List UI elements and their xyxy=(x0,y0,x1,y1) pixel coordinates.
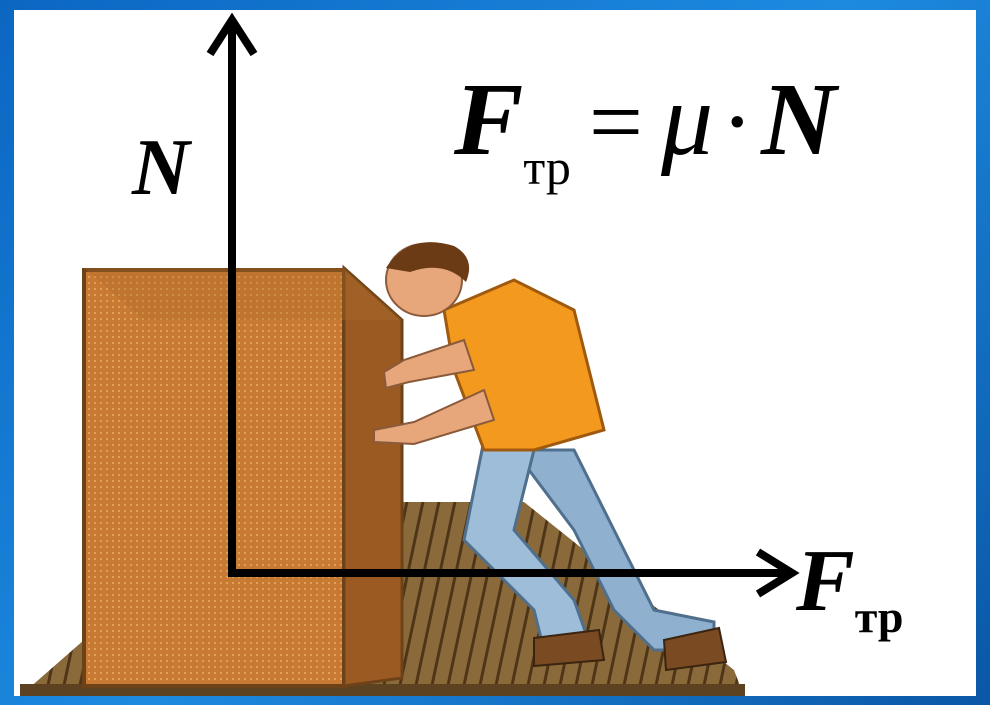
friction-formula: Fтр = μ · N xyxy=(454,68,974,196)
illustration-panel: N Fтр Fтр = μ · N xyxy=(14,10,976,696)
friction-force-label: Fтр xyxy=(796,538,903,640)
formula-lhs-subscript: тр xyxy=(523,139,571,195)
man-pushing xyxy=(373,242,728,672)
scene-drawing xyxy=(20,12,800,696)
normal-force-arrow xyxy=(206,12,258,575)
formula-lhs: F xyxy=(454,62,524,177)
formula-mu: μ xyxy=(660,62,714,177)
formula-equals: = xyxy=(588,68,643,175)
formula-dot: · xyxy=(721,68,754,175)
friction-force-subscript: тр xyxy=(854,591,904,642)
formula-rhs: N xyxy=(761,62,837,177)
normal-force-label: N xyxy=(132,124,190,212)
friction-force-arrow xyxy=(228,548,800,598)
friction-force-symbol: F xyxy=(796,533,855,630)
cabinet xyxy=(82,264,404,688)
